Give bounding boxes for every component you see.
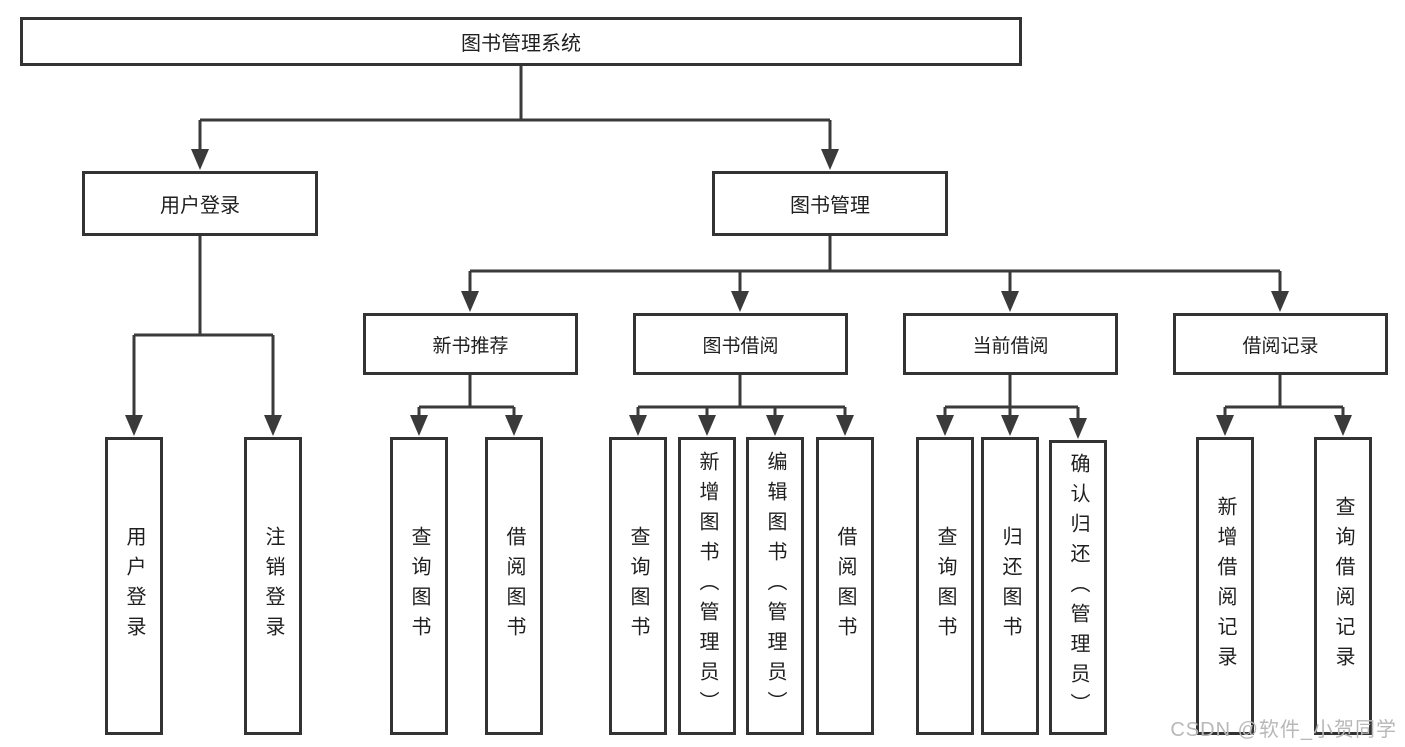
node-add-borrow-record: 新增借阅记录 [1196,437,1254,735]
node-new-book-recommendation: 新书推荐 [363,313,578,375]
node-return-books: 归还图书 [981,437,1039,735]
node-label: 归还图书 [999,526,1021,646]
node-label: 新增图书（管理员） [696,451,718,721]
csdn-watermark: CSDN @软件_小贺同学 [1170,719,1397,741]
node-user-login: 用户登录 [82,171,318,236]
node-confirm-return-admin: 确认归还（管理员） [1049,440,1107,735]
node-borrow-books-recommend: 借阅图书 [485,437,543,735]
node-borrow-books: 借阅图书 [816,437,874,735]
node-label: 借阅图书 [834,526,856,646]
node-query-books-borrow: 查询图书 [609,437,667,735]
node-book-management: 图书管理 [712,171,948,236]
node-current-borrowing: 当前借阅 [903,313,1118,375]
node-add-books-admin: 新增图书（管理员） [678,437,736,735]
node-label: 查询图书 [408,526,430,646]
node-label: 查询图书 [934,526,956,646]
node-query-books-current: 查询图书 [916,437,974,735]
node-query-books-recommend: 查询图书 [390,437,448,735]
node-label: 借阅图书 [503,526,525,646]
node-label: 编辑图书（管理员） [764,451,786,721]
node-label: 查询图书 [627,526,649,646]
node-label: 查询借阅记录 [1332,496,1354,676]
node-edit-books-admin: 编辑图书（管理员） [746,437,804,735]
node-library-system: 图书管理系统 [20,17,1022,66]
node-label: 确认归还（管理员） [1067,452,1089,723]
node-user-login-leaf: 用户登录 [105,437,163,735]
arrowhead-icons [125,149,1352,439]
connector-lines [132,66,1345,421]
node-label: 用户登录 [123,526,145,646]
node-book-borrowing: 图书借阅 [633,313,848,375]
node-borrowing-records: 借阅记录 [1173,313,1388,375]
node-query-borrow-record: 查询借阅记录 [1314,437,1372,735]
node-label: 注销登录 [262,526,284,646]
node-logout: 注销登录 [244,437,302,735]
node-label: 新增借阅记录 [1214,496,1236,676]
